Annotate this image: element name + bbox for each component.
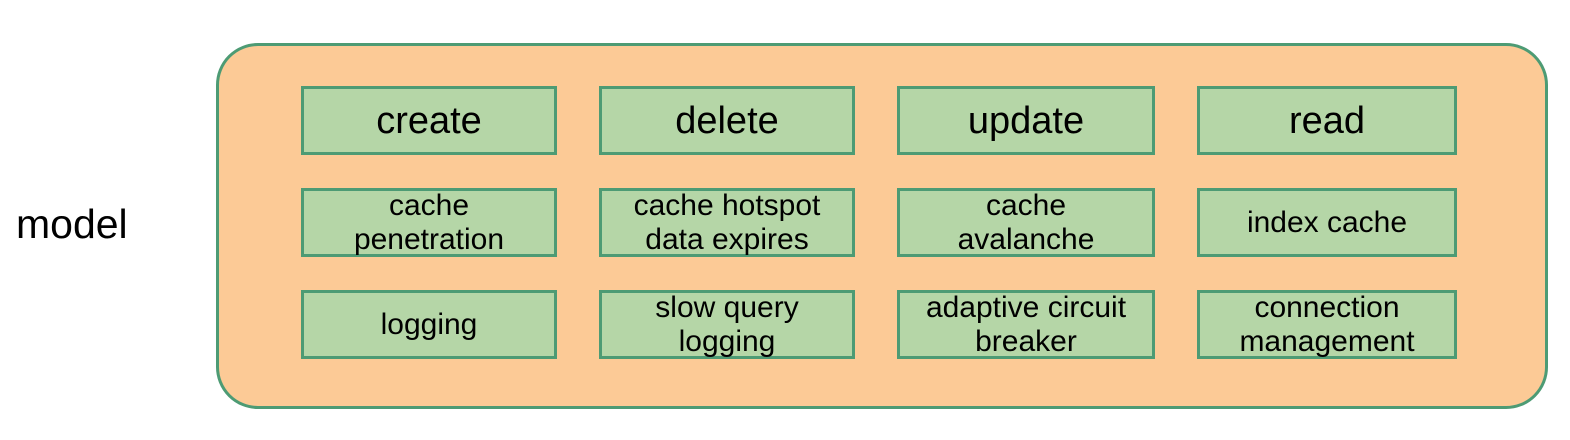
- model-cell-label: cache penetration: [353, 188, 505, 256]
- model-group-label: model: [16, 201, 128, 247]
- model-cell-label: logging: [380, 307, 478, 341]
- model-cell-label: create: [376, 99, 482, 142]
- model-cell-delete[interactable]: delete: [599, 86, 855, 155]
- model-cell-cache-hotspot-data-expires[interactable]: cache hotspot data expires: [599, 188, 855, 257]
- model-cell-label: update: [967, 99, 1085, 142]
- model-cell-label: connection management: [1239, 290, 1415, 358]
- model-cell-slow-query-logging[interactable]: slow query logging: [599, 290, 855, 359]
- model-cell-label: cache hotspot data expires: [633, 188, 821, 256]
- model-cell-cache-penetration[interactable]: cache penetration: [301, 188, 557, 257]
- model-cell-adaptive-circuit-breaker[interactable]: adaptive circuit breaker: [897, 290, 1155, 359]
- model-cell-read[interactable]: read: [1197, 86, 1457, 155]
- model-cell-label: read: [1288, 99, 1366, 142]
- model-cell-cache-avalanche[interactable]: cache avalanche: [897, 188, 1155, 257]
- model-cell-label: slow query logging: [655, 290, 799, 358]
- model-cell-label: delete: [675, 99, 779, 142]
- model-cell-logging[interactable]: logging: [301, 290, 557, 359]
- model-cell-label: index cache: [1246, 205, 1408, 239]
- model-cell-label: adaptive circuit breaker: [925, 290, 1127, 358]
- model-cell-grid: create delete update read cache penetrat…: [301, 86, 1460, 363]
- model-container: create delete update read cache penetrat…: [216, 43, 1548, 409]
- model-cell-connection-management[interactable]: connection management: [1197, 290, 1457, 359]
- model-cell-index-cache[interactable]: index cache: [1197, 188, 1457, 257]
- model-cell-update[interactable]: update: [897, 86, 1155, 155]
- model-cell-label: cache avalanche: [957, 188, 1095, 256]
- model-cell-create[interactable]: create: [301, 86, 557, 155]
